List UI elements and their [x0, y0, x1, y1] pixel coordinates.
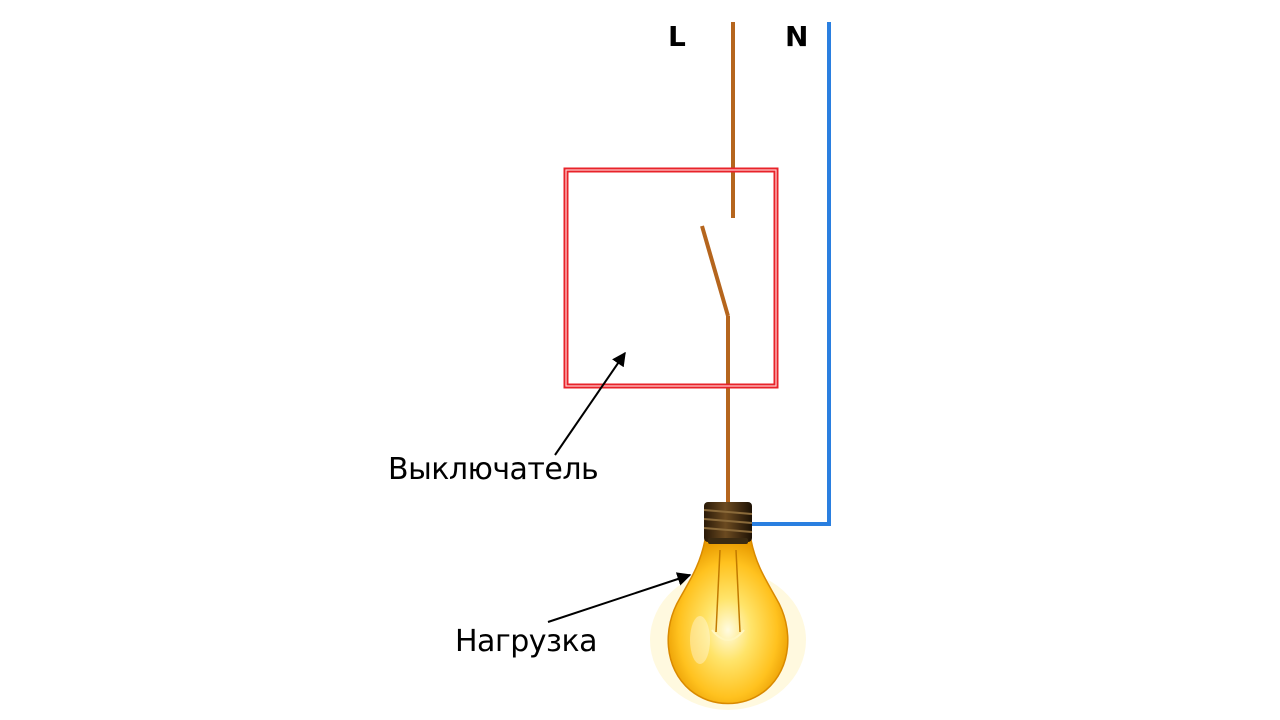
load-label: Нагрузка — [455, 624, 597, 659]
neutral-terminal-label: N — [785, 20, 809, 53]
light-bulb-icon — [650, 502, 806, 710]
load-pointer-arrow — [547, 572, 692, 623]
line-terminal-label: L — [668, 20, 686, 53]
switch-pointer-arrow — [554, 351, 626, 456]
switch-contact — [700, 225, 730, 317]
switch-label: Выключатель — [388, 452, 599, 487]
switch-box — [563, 167, 779, 389]
neutral-wire — [752, 22, 831, 526]
